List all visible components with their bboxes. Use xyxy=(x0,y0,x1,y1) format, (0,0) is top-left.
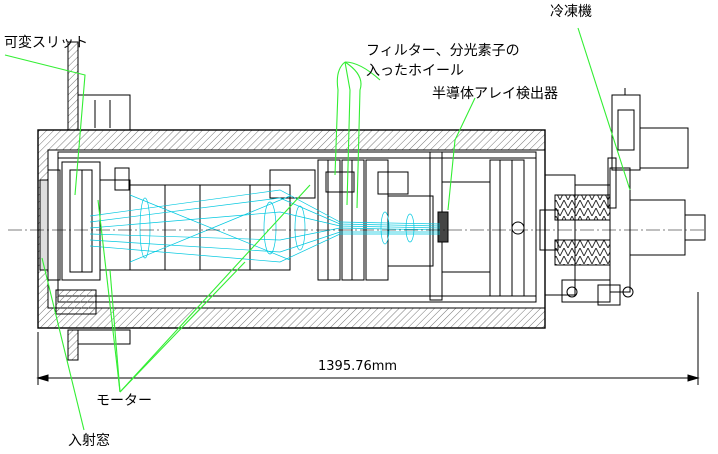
label-detector: 半導体アレイ検出器 xyxy=(432,86,558,102)
detector-part xyxy=(429,151,525,301)
leader-lines xyxy=(4,27,631,431)
label-filter-wheel-line2: 入ったホイール xyxy=(366,63,464,79)
label-filter-wheel-line1: フィルター、分光素子の xyxy=(366,43,520,59)
label-cryocooler: 冷凍機 xyxy=(550,4,592,20)
entrance-window-part xyxy=(39,169,61,281)
label-motor: モーター xyxy=(96,393,152,409)
cryocooler-part xyxy=(539,88,706,306)
optical-ray-trace xyxy=(89,189,441,263)
inner-shield xyxy=(57,151,537,303)
label-variable-slit: 可変スリット xyxy=(4,35,88,51)
label-entrance-window: 入射窓 xyxy=(68,433,110,449)
slit-assembly xyxy=(55,161,131,315)
outer-housing xyxy=(37,129,546,329)
optics-tube xyxy=(129,169,316,271)
dimension-label: 1395.76mm xyxy=(316,359,400,375)
dimension-line xyxy=(36,292,700,385)
filter-wheel-part xyxy=(317,159,434,281)
